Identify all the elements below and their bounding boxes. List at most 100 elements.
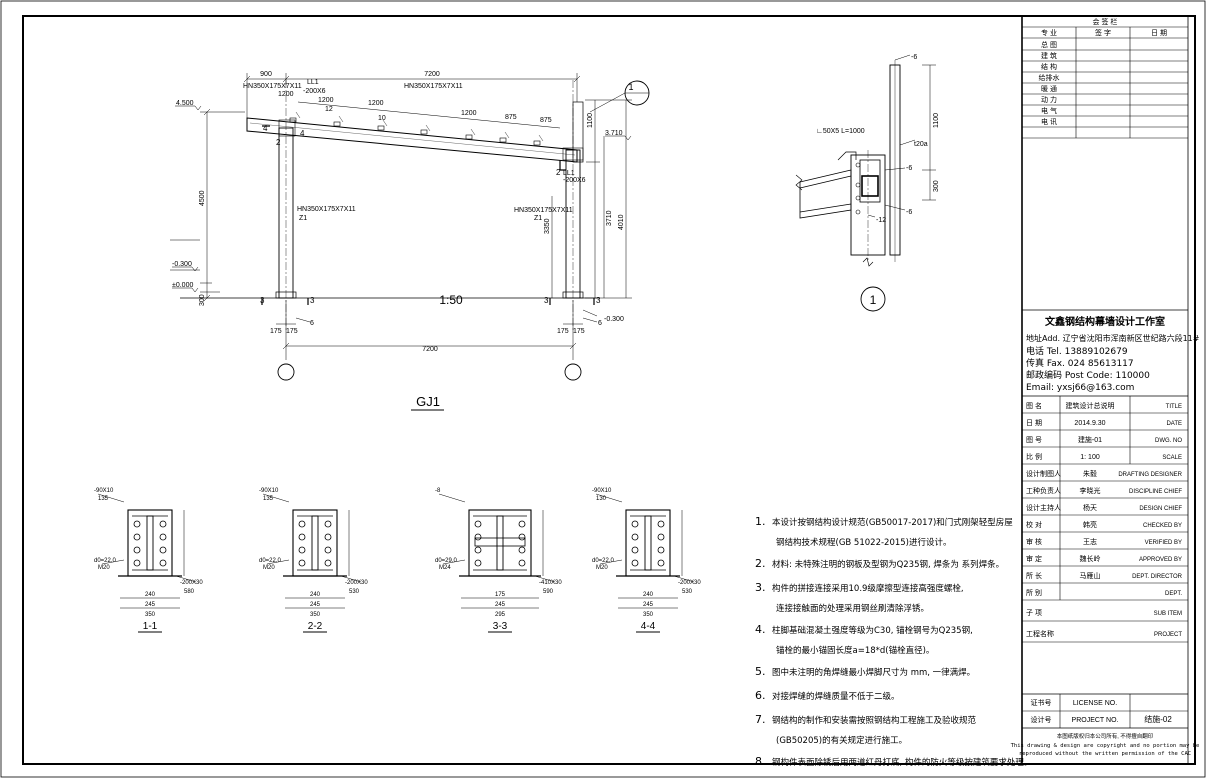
titleblock-value: 马雁山 — [1080, 571, 1101, 580]
section-dim-a: 240 — [145, 592, 156, 598]
z1-left: Z1 — [299, 215, 307, 222]
titleblock-label-en: DEPT. — [1165, 591, 1182, 597]
dim-top-span: 7200 — [424, 71, 440, 78]
dim-4500: 4500 — [199, 190, 206, 206]
section-dim-a: 175 — [495, 592, 506, 598]
titleblock-label: 所 长 — [1026, 571, 1042, 580]
dim-3710: 3710 — [606, 210, 613, 226]
section-mark-2-right: 2 — [556, 168, 561, 177]
titleblock-label-en: SCALE — [1162, 455, 1182, 461]
frame-title: GJ1 — [416, 394, 440, 409]
titleblock-label: 子 项 — [1026, 609, 1042, 617]
titleblock-value: 李晓光 — [1080, 486, 1101, 495]
frame-scale: 1:50 — [439, 293, 463, 307]
titleblock-label: 比 例 — [1026, 452, 1042, 461]
projectno-value: 结施-02 — [1144, 714, 1172, 724]
signoff-row: 电 气 — [1041, 106, 1057, 115]
titleblock-label: 工种负责人 — [1026, 486, 1061, 495]
titleblock-label-en: SUB ITEM — [1154, 611, 1182, 617]
titleblock-value: 朱毅 — [1083, 469, 1097, 478]
z1-right: Z1 — [534, 215, 542, 222]
copyright-cn: 本图纸版权归本公司所有, 不得擅自翻印 — [1057, 732, 1154, 740]
titleblock-label: 校 对 — [1026, 520, 1042, 529]
elev-top: 4.500 — [176, 100, 194, 107]
studio-address: 地址Add. 辽宁省沈阳市浑南新区世纪路六段11# — [1026, 333, 1200, 343]
col-width-b: 175 — [286, 328, 298, 335]
signoff-col-discipline: 专 业 — [1041, 28, 1057, 37]
section-bolt: M20 — [263, 565, 275, 571]
purlin-spacing-4: 875 — [505, 114, 517, 121]
studio-postcode: 邮政编码 Post Code: 110000 — [1026, 369, 1150, 381]
note-number: 4. — [755, 623, 766, 636]
section-1-1 — [97, 493, 197, 633]
purlin-spacing-5: 875 — [540, 117, 552, 124]
section-base-width: 530 — [349, 589, 360, 595]
studio-fax: 传真 Fax. 024 85613117 — [1026, 357, 1134, 369]
dim-4010: 4010 — [618, 214, 625, 230]
section-base-width: 590 — [543, 589, 554, 595]
titleblock-label: 设计主持人 — [1026, 503, 1061, 512]
section-base-plate: -200X30 — [678, 580, 701, 586]
section-bolt: M20 — [596, 565, 608, 571]
dim-1100: 1100 — [587, 113, 594, 128]
titleblock-label: 所 别 — [1026, 588, 1042, 597]
titleblock-value: 杨天 — [1083, 503, 1097, 512]
detail1-plate-top: -6 — [911, 54, 917, 61]
section-base-width: 580 — [184, 589, 195, 595]
general-notes: 1.本设计按钢结构设计规范(GB50017-2017)和门式刚架轻型房屋钢结构技… — [755, 515, 1032, 768]
section-top-sub: 135 — [263, 496, 274, 502]
titleblock-label-en: TITLE — [1166, 404, 1182, 410]
col-width-d: 175 — [573, 328, 585, 335]
section-top-plate: -8 — [435, 488, 441, 494]
note-number: 5. — [755, 665, 766, 678]
note-line: 钢结构技术规程(GB 51022-2015)进行设计。 — [776, 537, 952, 548]
section-top-plate: -90X10 — [592, 488, 612, 494]
studio-name: 文鑫钢结构幕墙设计工作室 — [1045, 315, 1165, 328]
detail1-t20: t20a — [914, 141, 928, 148]
detail1-label: 1 — [870, 293, 877, 307]
elev-neg: -0.300 — [172, 261, 192, 268]
note-number: 7. — [755, 713, 766, 726]
section-base-plate: -200X30 — [180, 580, 203, 586]
signoff-row: 动 力 — [1041, 95, 1057, 104]
section-hole: d0=29.0 — [435, 558, 458, 564]
signoff-row: 建 筑 — [1041, 51, 1057, 60]
signoff-row: 电 讯 — [1041, 117, 1057, 126]
section-base-plate: -410X30 — [539, 580, 562, 586]
section-top-plate: -90X10 — [259, 488, 279, 494]
detail1-dim-300: 300 — [933, 180, 940, 192]
titleblock-label-en: DEPT. DIRECTOR — [1132, 574, 1183, 580]
section-base-plate: -200X30 — [345, 580, 368, 586]
signoff-col-sign: 签 字 — [1095, 28, 1111, 37]
projectno-label-en: PROJECT NO. — [1072, 717, 1119, 724]
plate-6-right: 6 — [598, 320, 602, 327]
section-bolt: M20 — [98, 565, 110, 571]
copyright-en-1: This drawing & design are copyright and … — [1011, 743, 1200, 749]
detail1-plate-bottom: -6 — [906, 209, 912, 216]
purlin-label: 10 — [378, 115, 386, 122]
titleblock-label: 工程名称 — [1026, 629, 1054, 638]
titleblock-value: 韩亮 — [1083, 520, 1097, 529]
note-line: 图中未注明的角焊缝最小焊脚尺寸为 mm, 一律满焊。 — [772, 667, 975, 678]
section-mark-3: 3 — [260, 296, 265, 305]
ll1-size: -200X6 — [303, 88, 326, 95]
member-beam-left: HN350X175X7X11 — [243, 83, 302, 90]
section-dim-a: 240 — [310, 592, 321, 598]
elev-zero: ±0.000 — [172, 282, 193, 289]
section-top-sub: 135 — [98, 496, 109, 502]
section-2-2 — [262, 493, 362, 633]
note-line: 对接焊缝的焊缝质量不低于二级。 — [772, 691, 900, 702]
section-dim-b: 245 — [643, 602, 654, 608]
titleblock-label-en: VERIFIED BY — [1145, 540, 1182, 546]
detail1-n12: -12 — [876, 217, 886, 224]
section-name: 3-3 — [493, 621, 508, 632]
titleblock-label: 日 期 — [1026, 419, 1042, 427]
section-hole: d0=22.0 — [259, 558, 282, 564]
section-hole: d0=22.0 — [94, 558, 117, 564]
section-top-sub: 130 — [596, 496, 607, 502]
section-top-plate: -90X10 — [94, 488, 114, 494]
dim-left-1200: 1200 — [278, 91, 294, 98]
section-name: 2-2 — [308, 621, 323, 632]
section-mark-4: 4 — [263, 124, 268, 133]
